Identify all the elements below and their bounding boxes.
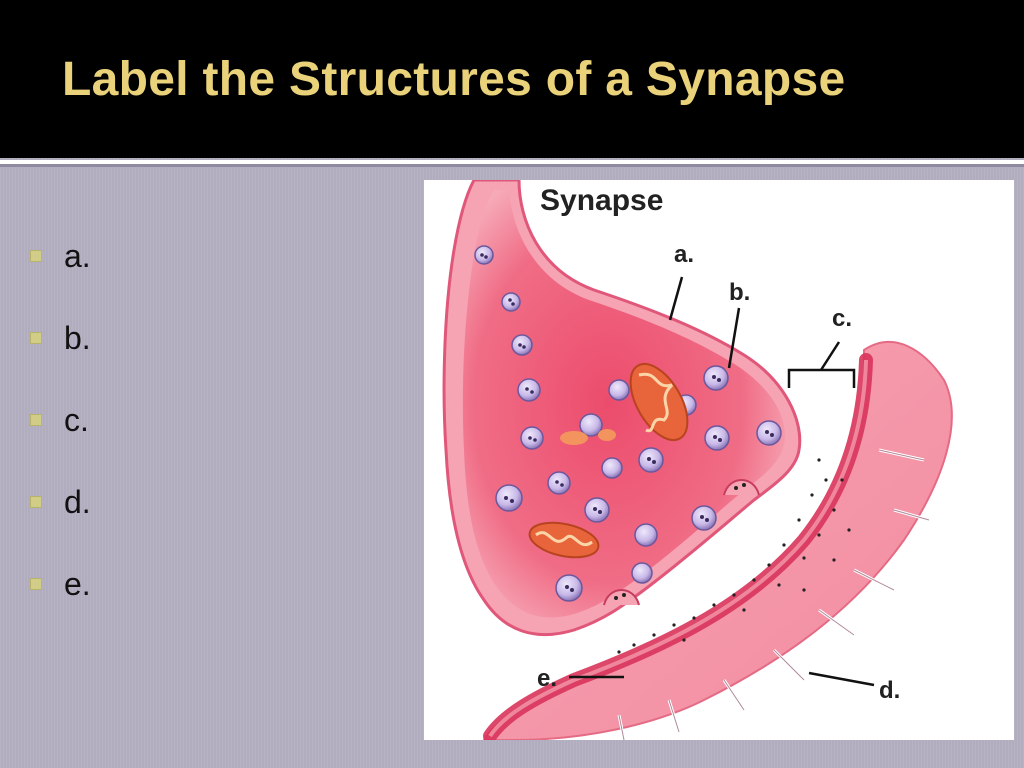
bullet-item-b: b. xyxy=(30,318,91,400)
presynaptic-terminal xyxy=(442,180,802,637)
bullet-text: d. xyxy=(64,484,91,520)
release-sites xyxy=(603,479,760,606)
postsynaptic-neuron xyxy=(482,340,953,740)
bullet-text: c. xyxy=(64,402,89,438)
label-e: e. xyxy=(537,665,557,692)
bullet-list: a. b. c. d. e. xyxy=(30,236,91,646)
slide-title: Label the Structures of a Synapse xyxy=(62,53,846,106)
mitochondria xyxy=(528,363,689,559)
bullet-text: e. xyxy=(64,566,91,602)
bullet-text: a. xyxy=(64,238,91,274)
title-bar xyxy=(0,0,1024,158)
vesicle-dots xyxy=(480,253,774,592)
bullet-square-icon xyxy=(30,250,42,262)
bullet-item-e: e. xyxy=(30,564,91,646)
label-d: d. xyxy=(879,677,900,704)
label-leaders xyxy=(569,276,875,687)
title-divider xyxy=(0,160,1024,164)
bullet-item-d: d. xyxy=(30,482,91,564)
synapse-illustration: Synapse a. b. c. d. e. xyxy=(442,180,953,740)
bullet-square-icon xyxy=(30,414,42,426)
diagram-heading: Synapse xyxy=(540,184,663,217)
label-a: a. xyxy=(674,241,694,268)
label-b: b. xyxy=(729,279,750,306)
synaptic-vesicles xyxy=(474,245,782,602)
synapse-diagram: Synapse a. b. c. d. e. xyxy=(424,180,1014,740)
neurotransmitter-dots xyxy=(617,458,851,654)
bullet-item-a: a. xyxy=(30,236,91,318)
title-divider-shadow xyxy=(0,164,1024,167)
bullet-square-icon xyxy=(30,578,42,590)
bullet-item-c: c. xyxy=(30,400,91,482)
bullet-square-icon xyxy=(30,332,42,344)
bullet-square-icon xyxy=(30,496,42,508)
label-c: c. xyxy=(832,305,852,332)
bullet-text: b. xyxy=(64,320,91,356)
